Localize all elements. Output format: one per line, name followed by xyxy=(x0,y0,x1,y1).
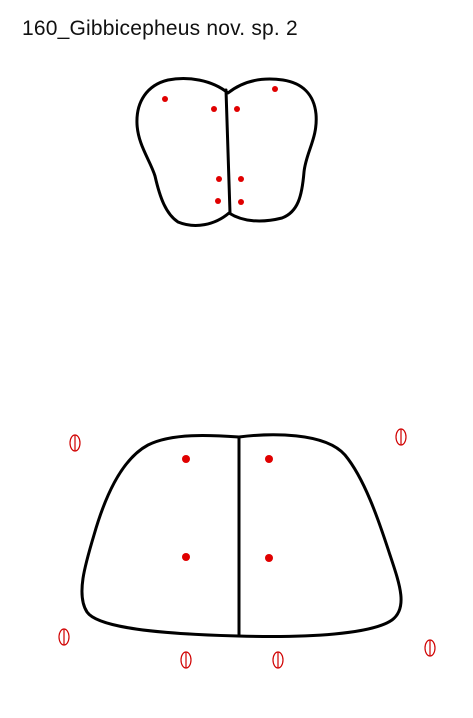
figure-title: 160_Gibbicepheus nov. sp. 2 xyxy=(22,17,298,40)
seta-marker xyxy=(265,554,273,562)
pore-marker xyxy=(272,651,284,669)
seta-marker xyxy=(215,198,221,204)
pore-marker xyxy=(395,428,407,446)
seta-marker xyxy=(238,176,244,182)
pore-marker xyxy=(180,651,192,669)
pore-marker xyxy=(58,628,70,646)
pore-marker xyxy=(69,434,81,452)
lower-plate-outline xyxy=(80,433,403,638)
pore-markers xyxy=(58,428,436,669)
seta-marker xyxy=(182,455,190,463)
seta-marker xyxy=(234,106,240,112)
lower-plate xyxy=(80,433,403,638)
seta-marker xyxy=(238,199,244,205)
upper-plate-midline xyxy=(224,88,232,215)
seta-marker xyxy=(162,96,168,102)
seta-marker xyxy=(216,176,222,182)
pore-marker xyxy=(424,639,436,657)
seta-marker xyxy=(272,86,278,92)
seta-marker xyxy=(211,106,217,112)
upper-plate xyxy=(135,77,318,227)
seta-marker xyxy=(182,553,190,561)
seta-marker xyxy=(265,455,273,463)
